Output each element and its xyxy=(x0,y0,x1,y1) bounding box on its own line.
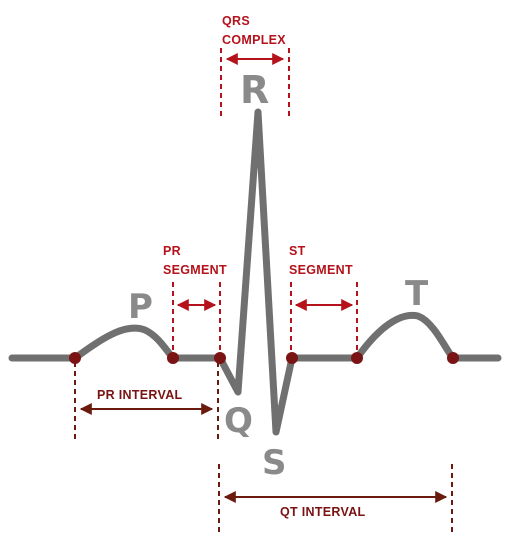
qrs-label-line2: COMPLEX xyxy=(222,33,286,47)
st-segment-label-line1: ST xyxy=(289,244,306,258)
node-q-start xyxy=(214,352,226,364)
pr-interval-label: PR INTERVAL xyxy=(97,388,183,402)
wave-label-r: R xyxy=(240,68,269,112)
wave-label-t: T xyxy=(405,274,429,314)
node-p-start xyxy=(69,352,81,364)
node-s-end xyxy=(286,352,298,364)
ecg-trace xyxy=(8,108,502,436)
pr-segment-label-line1: PR xyxy=(163,244,181,258)
wave-label-p: P xyxy=(128,287,153,327)
st-segment-label-line2: SEGMENT xyxy=(289,263,353,277)
node-p-end xyxy=(167,352,179,364)
wave-label-q: Q xyxy=(224,401,253,441)
qrs-label-line1: QRS xyxy=(222,14,250,28)
pr-segment-label-line2: SEGMENT xyxy=(163,263,227,277)
node-t-end xyxy=(447,352,459,364)
node-t-start xyxy=(351,352,363,364)
qt-interval-label: QT INTERVAL xyxy=(280,505,366,519)
wave-label-s: S xyxy=(262,443,287,483)
